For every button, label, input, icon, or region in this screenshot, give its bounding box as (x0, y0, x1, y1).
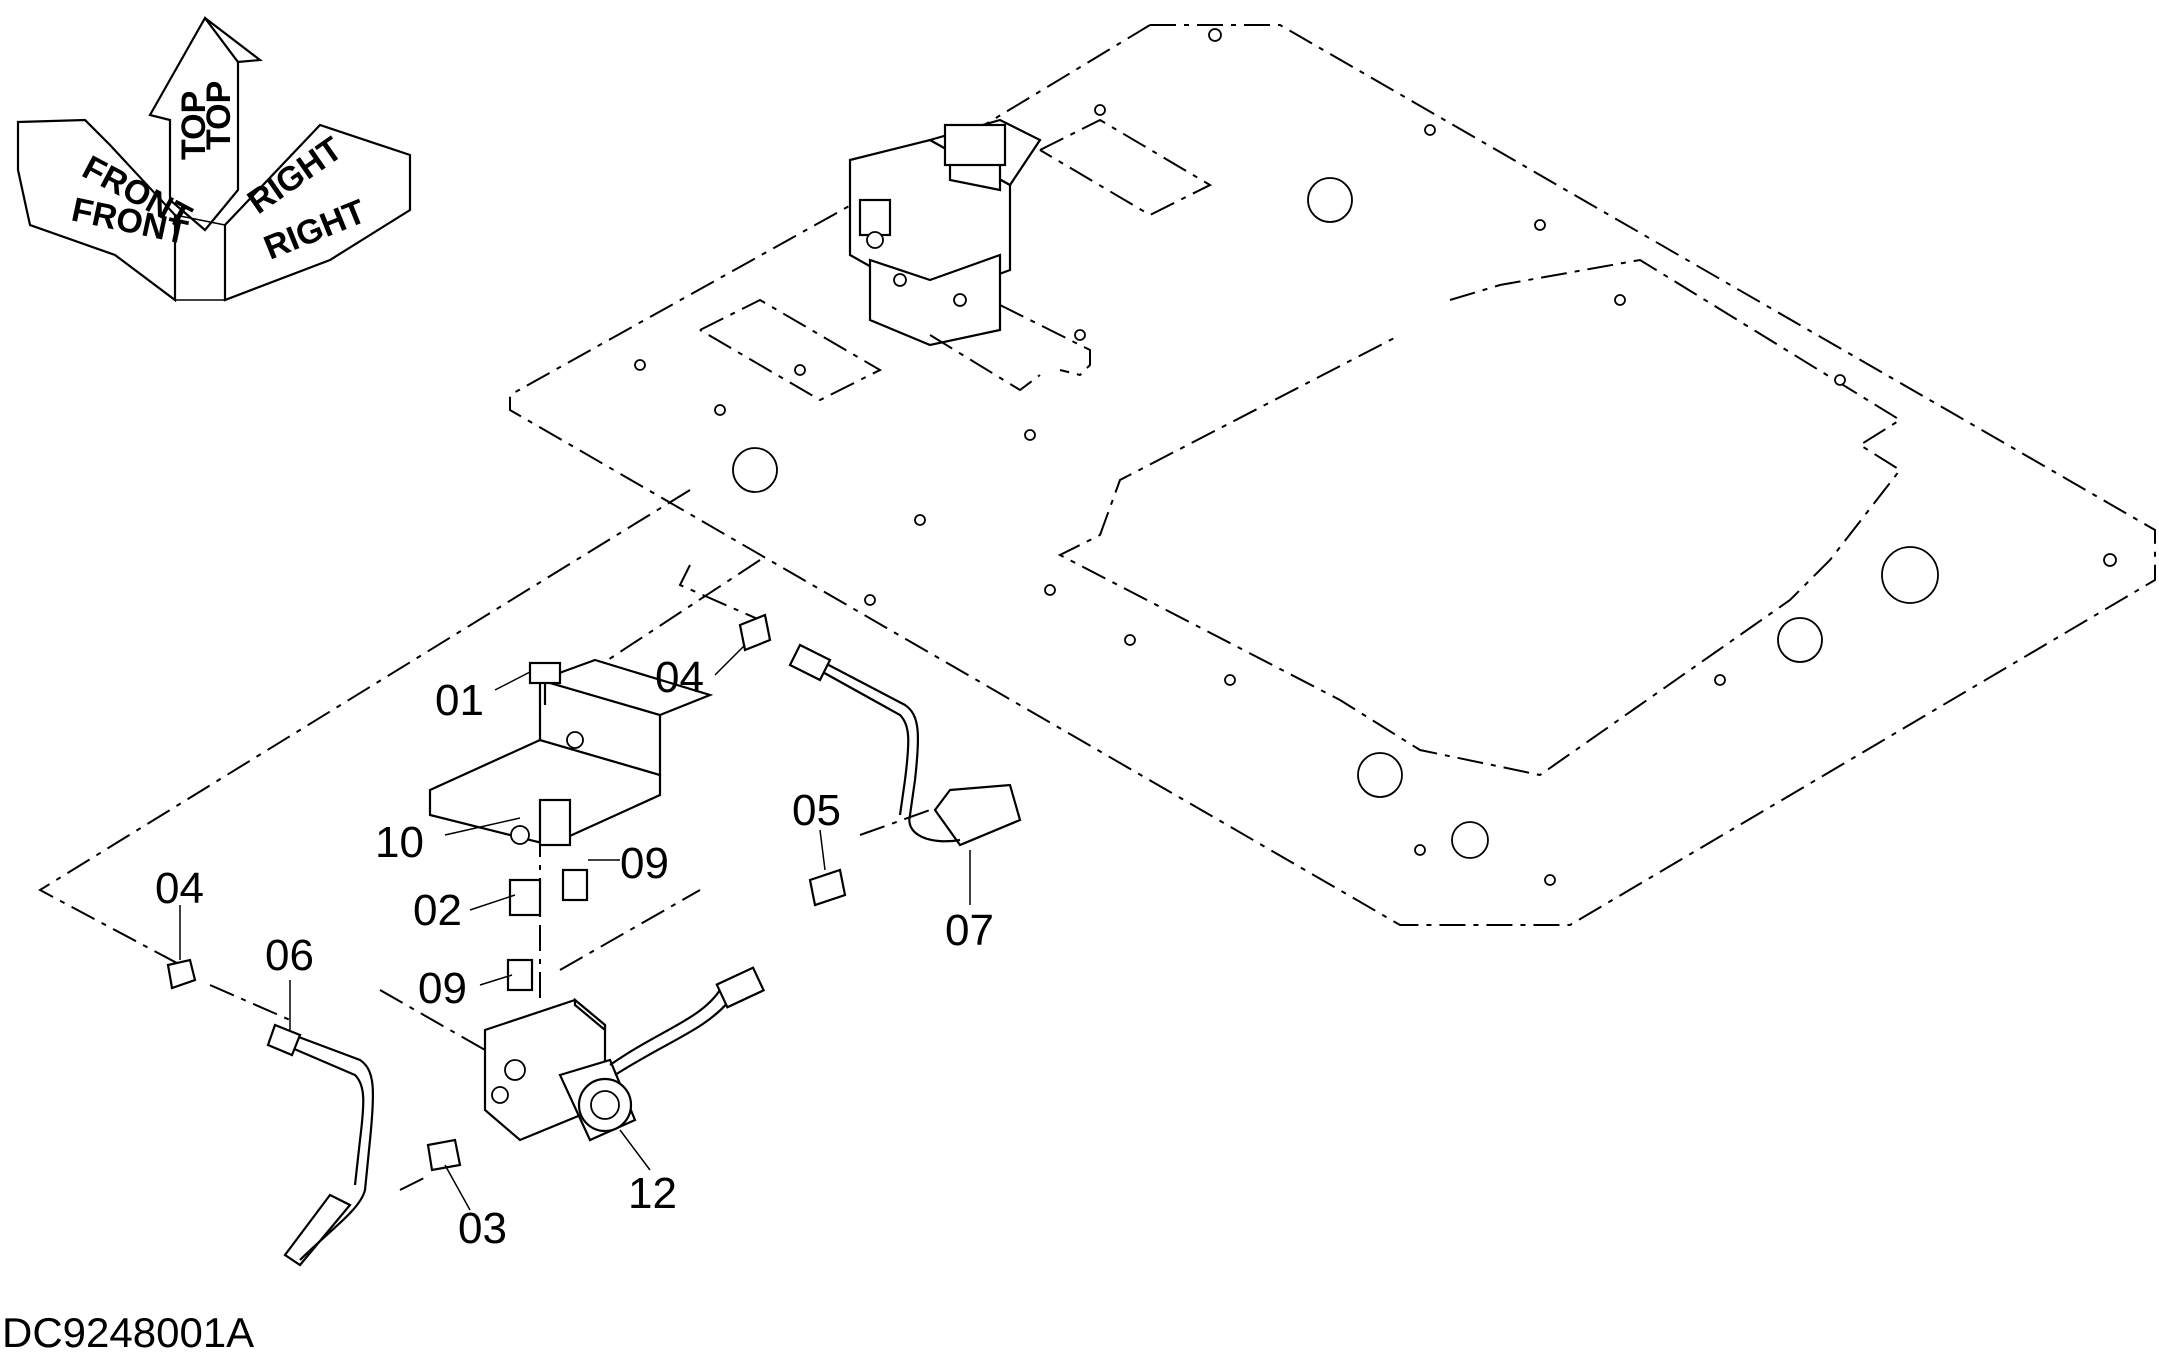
orientation-indicator: TOP TOP FRONT FRONT RIGHT RIGHT (16, 15, 412, 303)
hoses (166, 613, 1022, 1267)
callout-06: 06 (265, 931, 314, 980)
top-label-2: TOP (200, 81, 238, 150)
callout-labels: 01 04 10 09 02 09 04 06 05 07 03 12 (155, 653, 994, 1253)
floor-plate (509, 24, 2156, 926)
callout-09-upper: 09 (620, 839, 669, 888)
drawing-code: DC9248001A (2, 1309, 254, 1352)
control-valve-assembly (848, 118, 1042, 347)
callout-03: 03 (458, 1204, 507, 1253)
bolts (506, 661, 589, 992)
callout-leaders (179, 644, 971, 1211)
callout-04-upper: 04 (655, 653, 704, 702)
callout-07: 07 (945, 906, 994, 955)
callout-02: 02 (413, 886, 462, 935)
callout-05: 05 (792, 786, 841, 835)
callout-04-lower: 04 (155, 864, 204, 913)
callout-10: 10 (375, 818, 424, 867)
top-label: TOP (175, 91, 213, 160)
callout-12: 12 (628, 1169, 677, 1218)
callout-01: 01 (435, 676, 484, 725)
callout-09-lower: 09 (418, 964, 467, 1013)
solenoid-valve (483, 966, 766, 1142)
bracket-part (428, 658, 714, 847)
